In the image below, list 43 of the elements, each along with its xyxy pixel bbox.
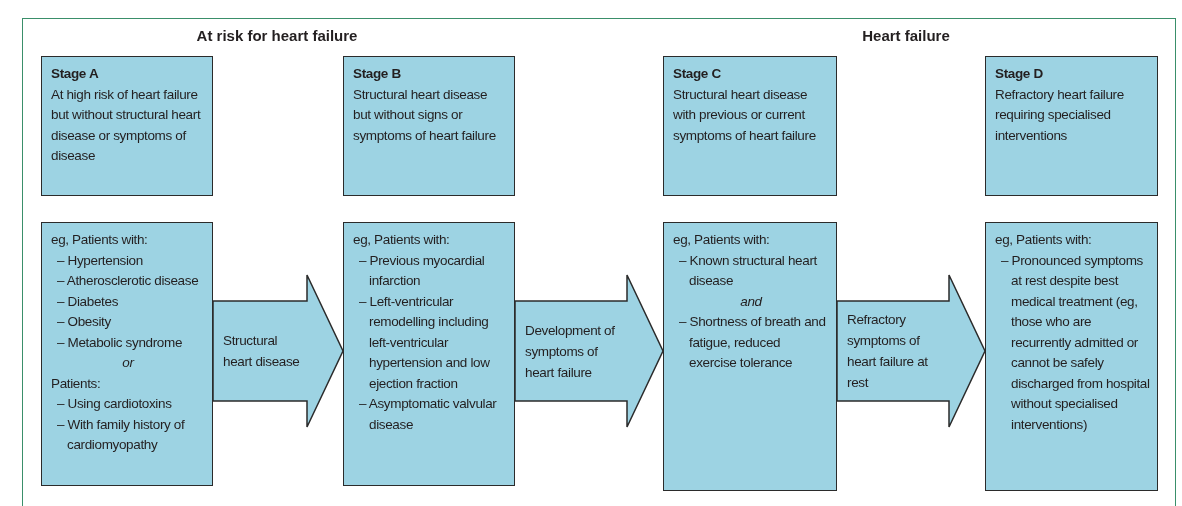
list-item: – Obesity: [56, 313, 112, 331]
block-arrow: [514, 274, 664, 428]
arrow-label: Development of symptoms of heart failure: [525, 321, 616, 382]
list-item: – Asymptomatic valvular disease: [358, 395, 498, 434]
stage-title: Stage C: [673, 65, 722, 83]
block-arrow: [212, 274, 344, 428]
stage-title: Stage A: [51, 65, 100, 83]
example-box: [343, 222, 515, 486]
example-box: [663, 222, 837, 491]
section-heading: At risk for heart failure: [196, 27, 358, 44]
list-item: – With family history of cardiomyopathy: [56, 415, 186, 454]
stage-box: [343, 56, 515, 196]
conjunction-text: and: [739, 292, 764, 311]
section-heading: Heart failure: [862, 27, 950, 44]
list-item: – Shortness of breath and fatigue, reduced exercise tolerance: [678, 313, 827, 372]
description-text: Patients:: [51, 374, 102, 393]
arrow-label: Structural heart disease: [223, 332, 301, 371]
list-item: – Diabetes: [56, 292, 120, 311]
example-box: [985, 222, 1158, 491]
block-arrow: [836, 274, 986, 428]
description-text: Refractory heart failure requiring specialised interventions: [995, 85, 1125, 145]
list-item: – Using cardiotoxins: [56, 395, 173, 413]
description-text: eg, Patients with:: [673, 231, 771, 249]
description-text: eg, Patients with:: [51, 231, 149, 249]
stage-title: Stage B: [353, 65, 402, 83]
list-item: – Hypertension: [56, 251, 144, 270]
description-text: eg, Patients with:: [353, 231, 451, 249]
list-item: – Atherosclerotic disease: [56, 272, 200, 290]
description-text: eg, Patients with:: [995, 231, 1093, 249]
arrow-label: Refractory symptoms of heart failure at rest: [847, 311, 929, 392]
conjunction-text: or: [121, 354, 136, 372]
description-text: Structural heart disease with previous or current symptoms of heart failure: [673, 85, 817, 145]
list-item: – Previous myocardial infarction: [358, 251, 486, 290]
description-text: At high risk of heart failure but without structural heart disease or symptoms of disease: [51, 85, 202, 165]
description-text: Structural heart disease but without signs or symptoms of heart failure: [353, 85, 497, 145]
stage-box: [663, 56, 837, 196]
example-box: [41, 222, 213, 486]
list-item: – Left-ventricular remodelling including left-ventricular hypertension and low ejection fraction: [358, 292, 491, 393]
stage-title: Stage D: [995, 65, 1044, 83]
stage-box: [41, 56, 213, 196]
list-item: – Metabolic syndrome: [56, 333, 184, 352]
stage-box: [985, 56, 1158, 196]
list-item: – Pronounced symptoms at rest despite best medical treatment (eg, those who are recurrently admitted or cannot be safely discharged from hospital without specialised interventions): [1000, 251, 1150, 434]
